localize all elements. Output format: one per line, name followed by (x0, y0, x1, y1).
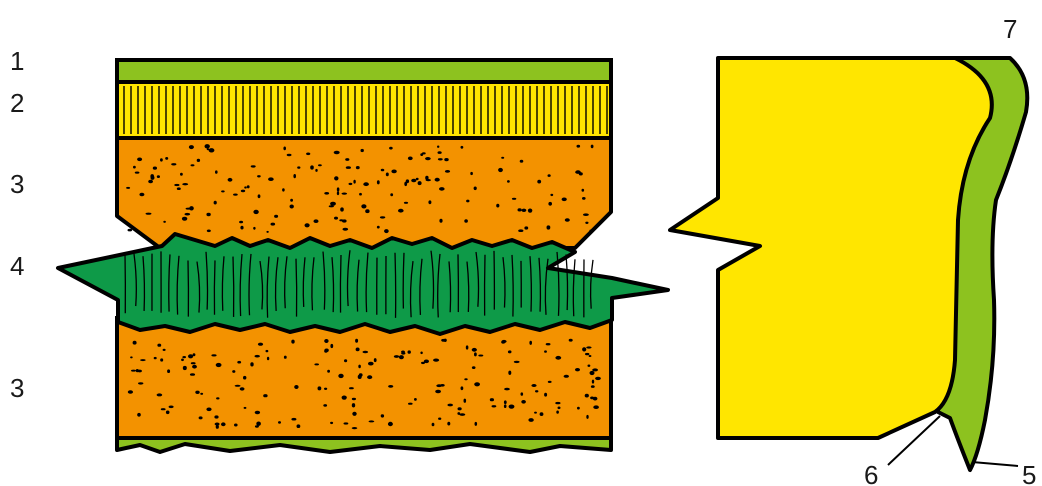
layer-3-upper-orange (117, 138, 611, 248)
layered-section (58, 60, 668, 452)
leader-line-5 (972, 462, 1018, 466)
layer-3-lower-orange (117, 318, 611, 438)
label-7: 7 (1003, 14, 1017, 44)
yellow-body (670, 58, 992, 438)
label-3-upper: 3 (10, 169, 24, 199)
label-6: 6 (864, 460, 878, 486)
bottom-green-strip (117, 438, 611, 452)
label-1: 1 (10, 46, 24, 76)
label-4: 4 (10, 251, 24, 281)
label-5: 5 (1022, 460, 1036, 486)
label-3-lower: 3 (10, 373, 24, 403)
layer-1-green-top (117, 60, 611, 82)
detail-block (670, 58, 1027, 470)
label-2: 2 (10, 88, 24, 118)
